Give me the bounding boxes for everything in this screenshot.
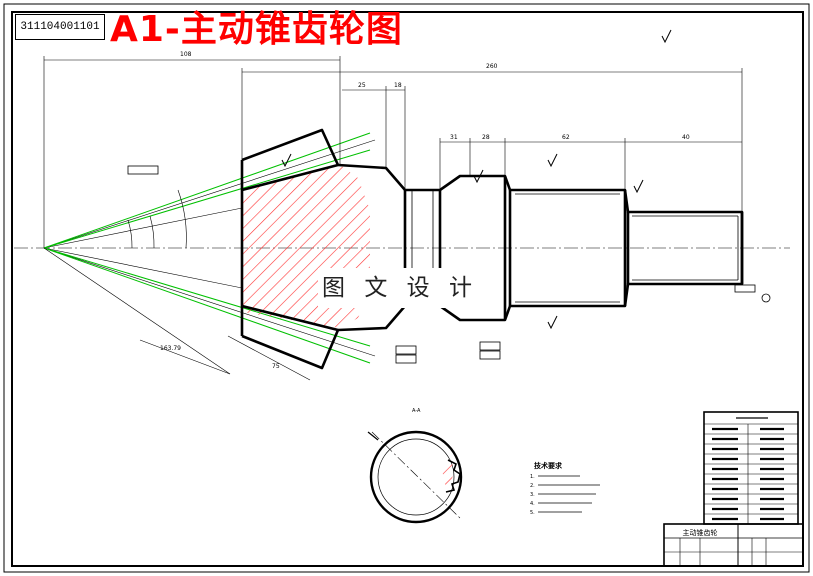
dimension-texts: 108 260 25 18 31 28 62 40 75 163.79 — [160, 51, 690, 370]
dim-left-length: 108 — [180, 51, 192, 58]
drawing-code: 311104001101 — [15, 14, 105, 40]
angle-arc — [177, 189, 187, 249]
dimension-lines — [43, 56, 743, 381]
section-view — [367, 430, 463, 524]
drawing-frame — [11, 11, 804, 567]
tech-req-line: 5. — [530, 510, 535, 516]
tech-req-line: 4. — [530, 501, 535, 507]
dim-28: 28 — [482, 134, 490, 141]
parameter-table-marks — [712, 417, 784, 521]
shaft-outline — [337, 163, 744, 332]
roughness-symbols — [281, 29, 672, 330]
dim-overall-length: 260 — [486, 63, 498, 70]
sheet-border — [3, 3, 810, 573]
tolerance-frames — [127, 165, 756, 364]
dim-62: 62 — [562, 134, 570, 141]
angle-arc-2 — [127, 219, 133, 249]
tech-req-scribbles — [538, 475, 600, 513]
dim-cone: 163.79 — [160, 345, 181, 352]
tech-req-line: 3. — [530, 492, 535, 498]
dim-25: 25 — [358, 82, 366, 89]
cone-lines — [43, 139, 376, 357]
angle-arc-3 — [149, 215, 155, 249]
title-block — [663, 523, 804, 567]
gear-outline — [240, 128, 340, 370]
tech-req-line: 1. — [530, 474, 535, 480]
parameter-table — [703, 411, 799, 525]
tech-req-title: 技术要求 — [534, 461, 563, 470]
dim-75: 75 — [272, 363, 280, 370]
datum-symbol — [761, 293, 771, 303]
watermark-banner: 图 文 设 计 — [318, 268, 482, 308]
keyway-hatch — [442, 464, 456, 488]
section-label: A-A — [412, 408, 421, 414]
dim-31: 31 — [450, 134, 458, 141]
title-block-part-name: 主动锥齿轮 — [683, 528, 718, 537]
tech-req-line: 2. — [530, 483, 535, 489]
dim-18: 18 — [394, 82, 402, 89]
dim-40: 40 — [682, 134, 690, 141]
tech-req-lines: 1. 2. 3. 4. 5. — [530, 474, 535, 516]
drawing-title: A1-主动锥齿轮图 — [110, 9, 403, 50]
pitch-cone-lines — [43, 132, 371, 364]
